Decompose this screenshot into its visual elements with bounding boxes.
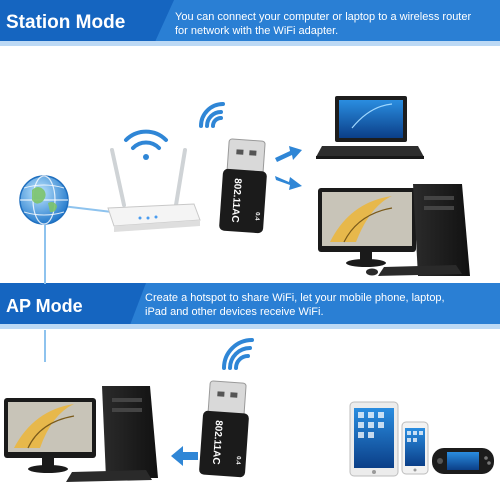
ap-mode-desc-line2: iPad and other devices receive WiFi.	[145, 306, 324, 318]
ap-mode-desc-line1: Create a hotspot to share WiFi, let your…	[145, 292, 445, 304]
station-adapter-label: 802.11AC	[229, 178, 243, 223]
adapter-wifi-icon	[199, 102, 225, 128]
station-adapter-led: 0.4	[253, 212, 260, 221]
station-mode-desc-line2: for network with the WiFi adapter.	[175, 25, 339, 37]
laptop	[316, 96, 424, 159]
globe-icon	[19, 175, 69, 225]
router	[107, 148, 201, 232]
ap-adapter-label: 802.11AC	[210, 420, 224, 465]
smartphone	[401, 421, 429, 475]
station-mode-title: Station Mode	[0, 0, 174, 46]
ap-mode-description: Create a hotspot to share WiFi, let your…	[145, 291, 445, 319]
ap-adapter-led: 0.4	[234, 456, 241, 465]
ap-mode-banner: AP Mode Create a hotspot to share WiFi, …	[0, 283, 500, 329]
arrow-right-icon	[275, 146, 302, 190]
handheld-game-console	[432, 448, 494, 474]
usb-wifi-adapter-station: 802.11AC 0.4	[219, 138, 267, 234]
desktop-computer-station	[318, 184, 470, 276]
ap-adapter-wifi-icon	[222, 338, 254, 370]
station-mode-desc-line1: You can connect your computer or laptop …	[175, 11, 472, 23]
station-mode-banner: Station Mode You can connect your comput…	[0, 0, 500, 46]
router-wifi-icon	[124, 129, 168, 160]
usb-wifi-adapter-ap: 802.11AC 0.4	[199, 380, 249, 478]
arrow-left-icon	[171, 446, 198, 466]
ap-mode-title: AP Mode	[0, 283, 146, 329]
desktop-computer-ap	[4, 386, 158, 482]
station-mode-description: You can connect your computer or laptop …	[175, 10, 471, 38]
ap-banner-stripe	[0, 324, 500, 329]
connector-lines	[44, 205, 113, 362]
tablet	[349, 401, 399, 477]
station-banner-stripe	[0, 41, 500, 46]
